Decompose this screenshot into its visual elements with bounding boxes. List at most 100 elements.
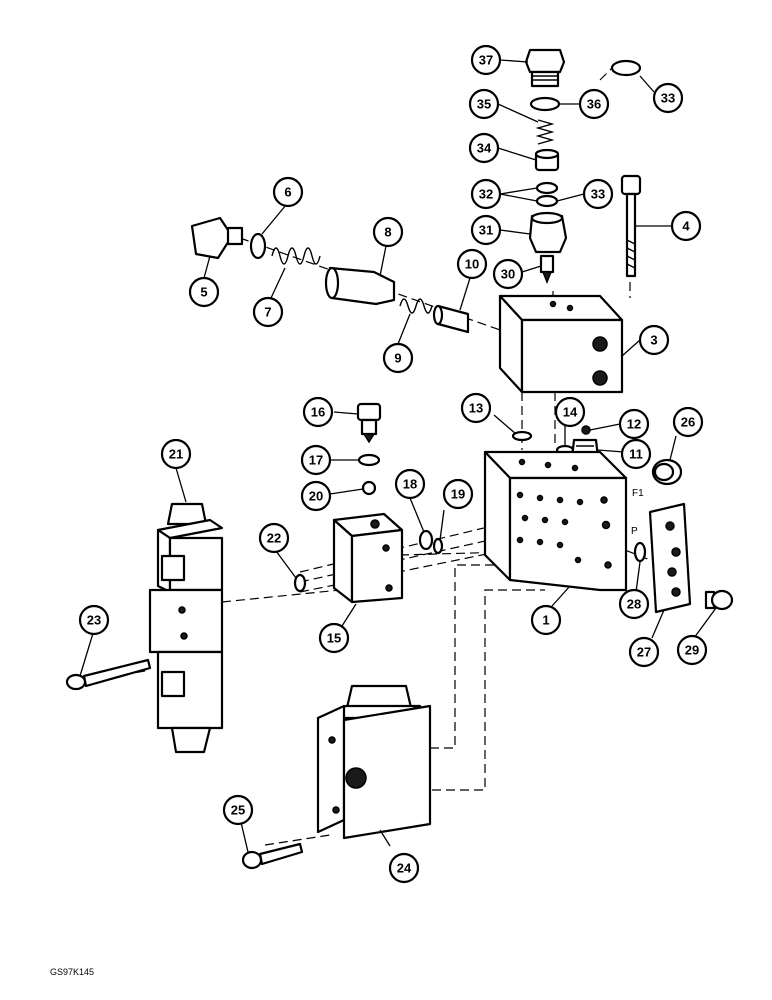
callout-32: 32 — [470, 178, 502, 210]
svg-text:18: 18 — [403, 477, 417, 492]
svg-text:37: 37 — [479, 53, 493, 68]
callout-15: 15 — [318, 622, 350, 654]
part-32-washer-b — [535, 194, 559, 208]
drawing-code: GS97K145 — [50, 967, 94, 977]
svg-text:15: 15 — [327, 631, 341, 646]
part-10-pin — [432, 304, 470, 334]
callout-22: 22 — [258, 522, 290, 554]
callout-6: 6 — [272, 176, 304, 208]
svg-text:19: 19 — [451, 487, 465, 502]
callout-12: 12 — [618, 408, 650, 440]
part-20-ball — [361, 480, 377, 496]
callout-16: 16 — [302, 396, 334, 428]
port-label-f1: F1 — [632, 488, 644, 499]
callout-33: 33 — [582, 178, 614, 210]
callouts: 37 33 35 36 34 32 33 31 30 4 6 5 7 8 10 … — [78, 44, 708, 884]
leader-lines — [79, 59, 717, 853]
part-37-plug — [524, 48, 566, 88]
part-23-bolt — [65, 658, 152, 691]
svg-text:11: 11 — [629, 447, 643, 462]
svg-text:5: 5 — [200, 285, 207, 300]
callout-17: 17 — [300, 444, 332, 476]
svg-text:3: 3 — [650, 333, 657, 348]
svg-text:21: 21 — [169, 447, 183, 462]
svg-text:22: 22 — [267, 531, 281, 546]
part-34-seat — [534, 148, 560, 172]
callout-11: 11 — [620, 438, 652, 470]
part-22-o-ring — [293, 573, 307, 593]
callout-14: 14 — [554, 396, 586, 428]
part-36-o-ring — [529, 96, 561, 112]
callout-4: 4 — [670, 210, 702, 242]
svg-text:4: 4 — [682, 219, 690, 234]
part-24-valve-body — [316, 684, 432, 840]
svg-text:33: 33 — [591, 187, 605, 202]
callout-20: 20 — [300, 480, 332, 512]
svg-text:14: 14 — [563, 405, 578, 420]
part-5-fitting — [190, 216, 244, 260]
svg-text:28: 28 — [627, 597, 641, 612]
part-7-spring — [271, 247, 321, 265]
svg-text:25: 25 — [231, 803, 245, 818]
part-28-o-ring — [633, 541, 647, 563]
svg-text:36: 36 — [587, 97, 601, 112]
callout-21: 21 — [160, 438, 192, 470]
callout-3: 3 — [638, 324, 670, 356]
callout-24: 24 — [388, 852, 420, 884]
svg-text:9: 9 — [394, 351, 401, 366]
svg-text:35: 35 — [477, 97, 491, 112]
callout-30: 30 — [492, 258, 524, 290]
part-26-plug — [651, 458, 683, 486]
callout-9: 9 — [382, 342, 414, 374]
svg-text:6: 6 — [284, 185, 291, 200]
part-17-o-ring — [357, 453, 381, 467]
svg-text:20: 20 — [309, 489, 323, 504]
part-32-washer-a — [535, 181, 559, 195]
callout-31: 31 — [470, 214, 502, 246]
svg-text:8: 8 — [384, 225, 391, 240]
callout-8: 8 — [372, 216, 404, 248]
callout-33: 33 — [652, 82, 684, 114]
part-29-bolt — [704, 589, 734, 611]
svg-text:10: 10 — [465, 257, 479, 272]
part-1-manifold — [483, 450, 628, 592]
callout-26: 26 — [672, 406, 704, 438]
svg-text:30: 30 — [501, 267, 515, 282]
callout-1: 1 — [530, 604, 562, 636]
port-label-p: P — [631, 526, 638, 537]
callout-19: 19 — [442, 478, 474, 510]
callout-36: 36 — [578, 88, 610, 120]
svg-text:23: 23 — [87, 613, 101, 628]
svg-text:31: 31 — [479, 223, 493, 238]
part-31-body — [528, 211, 568, 254]
svg-text:32: 32 — [479, 187, 493, 202]
svg-text:1: 1 — [542, 613, 549, 628]
callout-18: 18 — [394, 468, 426, 500]
part-19-o-ring — [432, 537, 444, 555]
part-21-solenoid-valve — [148, 502, 224, 754]
svg-text:13: 13 — [469, 401, 483, 416]
part-15-block — [332, 512, 404, 604]
part-12-ball — [581, 425, 591, 435]
part-9-spring — [399, 298, 433, 314]
part-25-bolt — [241, 842, 304, 870]
callout-34: 34 — [468, 132, 500, 164]
callout-23: 23 — [78, 604, 110, 636]
svg-text:17: 17 — [309, 453, 323, 468]
part-27-plate — [648, 502, 692, 614]
part-6-o-ring — [249, 232, 267, 260]
part-35-spring — [535, 119, 555, 145]
callout-35: 35 — [468, 88, 500, 120]
svg-text:24: 24 — [397, 861, 412, 876]
part-13-o-ring — [511, 430, 533, 442]
svg-text:26: 26 — [681, 415, 695, 430]
callout-37: 37 — [470, 44, 502, 76]
callout-28: 28 — [618, 588, 650, 620]
svg-text:7: 7 — [264, 305, 271, 320]
callout-25: 25 — [222, 794, 254, 826]
callout-29: 29 — [676, 634, 708, 666]
svg-text:33: 33 — [661, 91, 675, 106]
svg-text:29: 29 — [685, 643, 699, 658]
part-8-spool — [324, 266, 396, 306]
